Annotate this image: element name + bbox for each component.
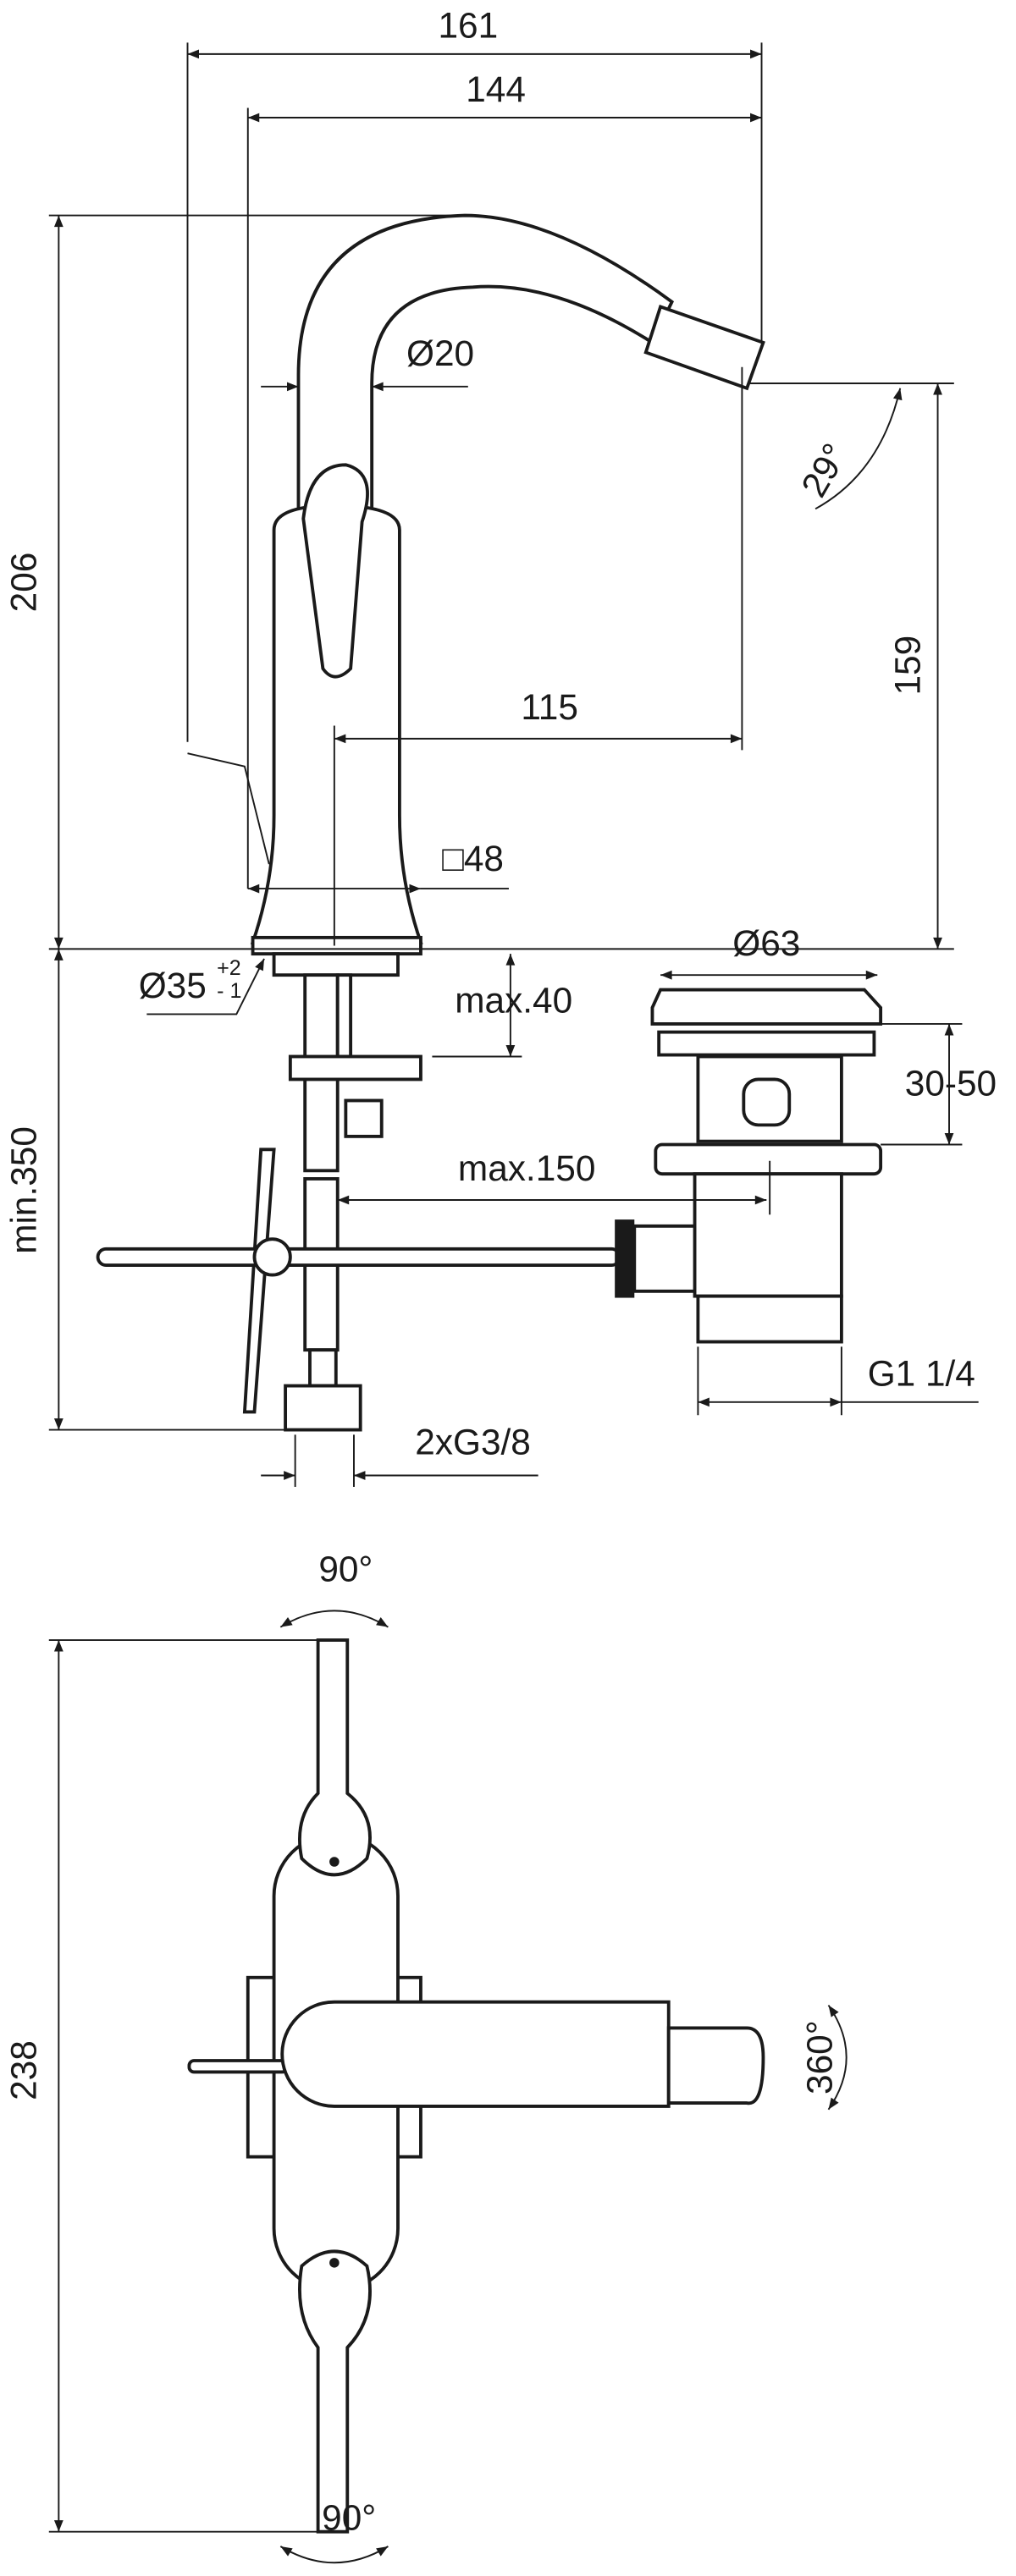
dim-o35-tol-plus: +2 [217, 956, 241, 980]
pull-lever [242, 1148, 276, 1414]
dim-238: 238 [3, 2040, 43, 2100]
faucet-plan-view [187, 1638, 765, 2534]
rod-clamp [252, 1237, 292, 1277]
dim-max40: max.40 [455, 980, 572, 1020]
plan-dimensions: 90° 238 360° 90° [3, 1549, 848, 2564]
pop-up-rod [187, 752, 270, 865]
side-dimension-labels: 161 144 Ø20 29° 206 159 115 □48 Ø63 Ø35 … [3, 6, 997, 1462]
dim-48: □48 [442, 839, 504, 878]
waste-slot [742, 1077, 792, 1127]
waste-ring [657, 1030, 876, 1057]
dim-o20: Ø20 [406, 333, 474, 373]
faucet-side-view [96, 213, 883, 1432]
handle-plan-top [298, 1638, 372, 1877]
dim-159: 159 [887, 636, 927, 696]
spout-plan [280, 2000, 671, 2108]
dim-360deg: 360° [799, 2020, 839, 2094]
dim-29deg: 29° [793, 437, 855, 504]
dim-90deg-top: 90° [318, 1549, 373, 1589]
spout-nozzle [643, 304, 765, 391]
lever-handle [301, 463, 369, 679]
side-dimensions [48, 42, 979, 1487]
dim-144: 144 [466, 69, 526, 109]
dim-2xg3-8: 2xG3/8 [415, 1422, 531, 1461]
dim-115: 115 [521, 687, 578, 727]
spout [296, 213, 675, 522]
base-plate [251, 935, 422, 956]
dim-g1-1-4: G1 1/4 [868, 1354, 975, 1394]
dim-o35: Ø35 [139, 966, 207, 1005]
hose-nut [284, 1384, 362, 1432]
connecting-rod [96, 1247, 621, 1267]
hose-end [308, 1348, 338, 1388]
dim-90deg-bottom: 90° [322, 2498, 376, 2538]
dim-206: 206 [3, 553, 43, 613]
handle-plan-bottom [298, 2249, 372, 2534]
waste-cap [650, 988, 883, 1026]
rod-plan [187, 2059, 289, 2074]
nut [344, 1098, 384, 1138]
waste-thread [696, 1294, 843, 1344]
dim-max150: max.150 [458, 1148, 595, 1188]
fixing-plate [288, 1054, 422, 1082]
dim-o35-tol-minus: - 1 [217, 979, 241, 1003]
dim-161: 161 [438, 6, 498, 46]
dim-o63: Ø63 [732, 923, 800, 963]
dim-min350: min.350 [3, 1126, 43, 1254]
rod-connector [615, 1219, 635, 1298]
dim-30-50: 30-50 [905, 1064, 997, 1104]
nozzle-plan [666, 2026, 765, 2105]
waste-body [693, 1172, 843, 1298]
stud [335, 973, 353, 1059]
waste-flange [654, 1142, 883, 1176]
base-ring [272, 952, 400, 977]
